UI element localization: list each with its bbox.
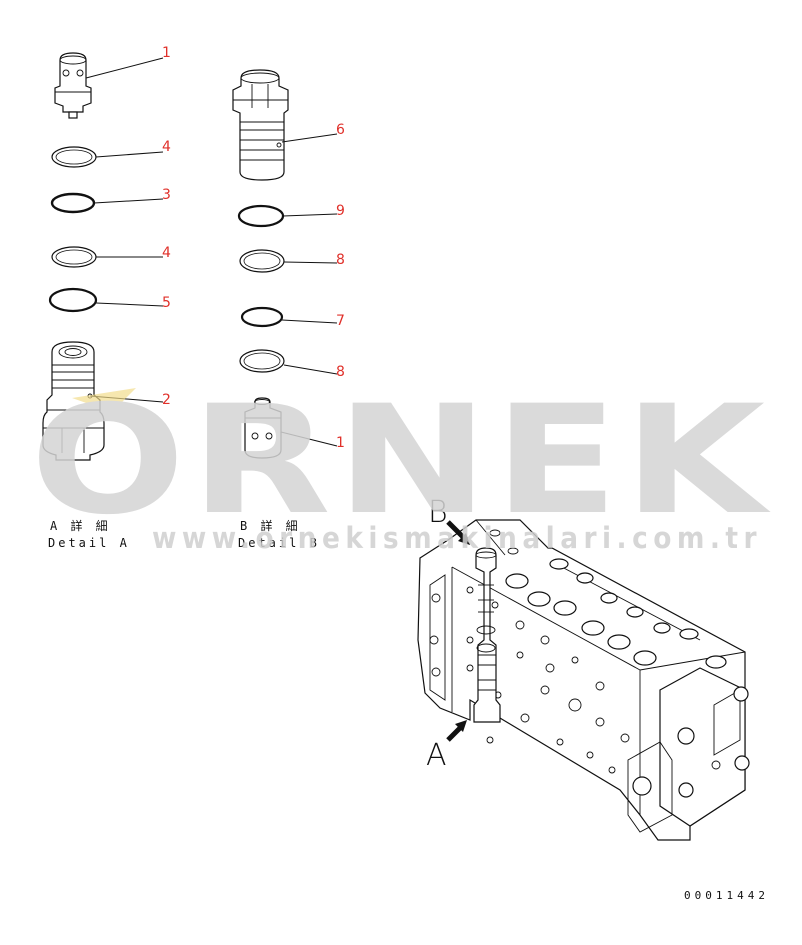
callout-a3: 3 <box>162 187 171 203</box>
ring-a3-oring <box>50 192 96 214</box>
callout-b8-bottom: 8 <box>336 364 345 380</box>
view-letter-a: A <box>426 738 447 773</box>
ring-a4-top <box>51 146 97 168</box>
detail-a-caption-en: Detail A <box>48 536 130 550</box>
ring-b9-oring <box>237 204 285 228</box>
callout-a2: 2 <box>162 392 171 408</box>
detail-a-caption-jp: A 詳 細 <box>50 518 111 533</box>
callout-b6: 6 <box>336 122 345 138</box>
leader-lines <box>85 57 338 447</box>
control-valve-assembly <box>417 519 750 841</box>
detail-b-caption-en: Detail B <box>238 536 320 550</box>
part-a2-valve <box>42 341 105 461</box>
callout-b9: 9 <box>336 203 345 219</box>
view-arrow-a <box>446 720 467 742</box>
ring-a4-bottom <box>51 246 97 268</box>
callout-b7: 7 <box>336 313 345 329</box>
watermark-logo-accent <box>72 388 136 412</box>
watermark-brand: ORNEK <box>30 374 771 548</box>
part-b6-cartridge <box>232 69 289 181</box>
part-a1-plug <box>54 52 92 119</box>
callout-a4-top: 4 <box>162 139 171 155</box>
ring-b8-bottom <box>239 349 285 373</box>
ring-b7-oring <box>240 306 284 328</box>
ring-a5-oring <box>48 287 98 313</box>
watermark: ORNEK www.ornekismakinalari.com.tr <box>30 374 771 555</box>
callout-a4-bottom: 4 <box>162 245 171 261</box>
callout-b8-top: 8 <box>336 252 345 268</box>
callout-b1: 1 <box>336 435 345 451</box>
figure-number: 00011442 <box>684 889 769 902</box>
view-letter-b: B <box>428 495 448 530</box>
watermark-url: www.ornekismakinalari.com.tr <box>152 521 762 555</box>
view-arrow-b <box>446 520 470 545</box>
detail-b-caption-jp: B 詳 細 <box>240 518 301 533</box>
ring-b8-top <box>239 249 285 273</box>
part-b1-plug <box>244 397 282 459</box>
callout-a1: 1 <box>162 45 171 61</box>
callout-a5: 5 <box>162 295 171 311</box>
